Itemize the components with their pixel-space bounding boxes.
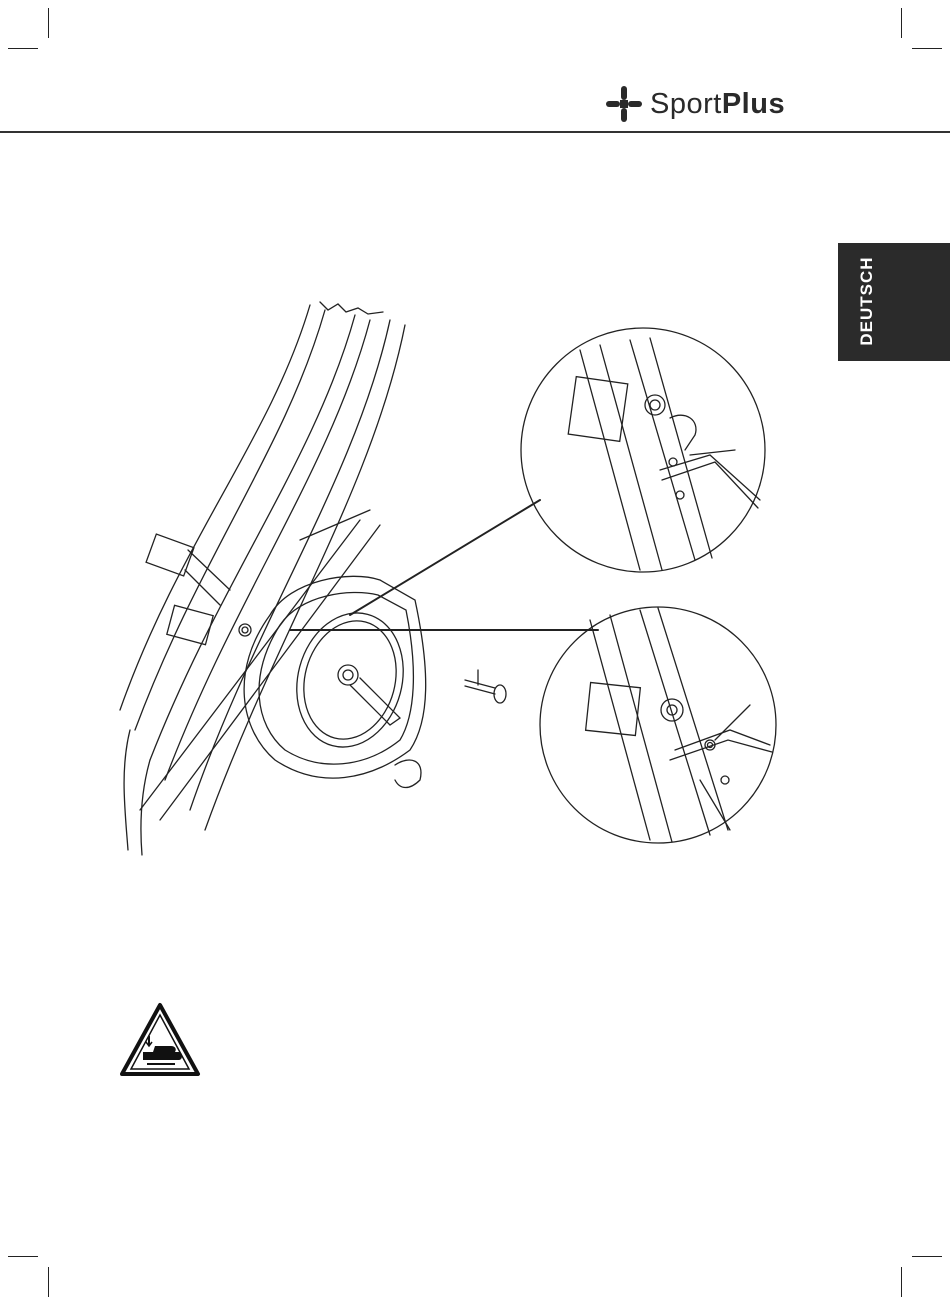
crop-mark — [48, 8, 49, 38]
hand-crush-warning-icon — [119, 1002, 201, 1078]
brand-name-plus: Plus — [722, 88, 785, 120]
brand-name: SportPlus — [650, 88, 785, 121]
brand-logo: SportPlus — [604, 84, 785, 124]
crop-mark — [901, 8, 902, 38]
crop-mark — [912, 1256, 942, 1257]
header-divider — [0, 131, 950, 133]
brand-name-sport: Sport — [650, 88, 722, 120]
sportplus-cross-logo-icon — [604, 84, 644, 124]
crop-mark — [901, 1267, 902, 1297]
crop-mark — [8, 1256, 38, 1257]
language-tab-label: DEUTSCH — [853, 242, 881, 360]
crop-mark — [48, 1267, 49, 1297]
crop-mark — [912, 48, 942, 49]
crop-mark — [8, 48, 38, 49]
assembly-illustration — [110, 290, 800, 860]
